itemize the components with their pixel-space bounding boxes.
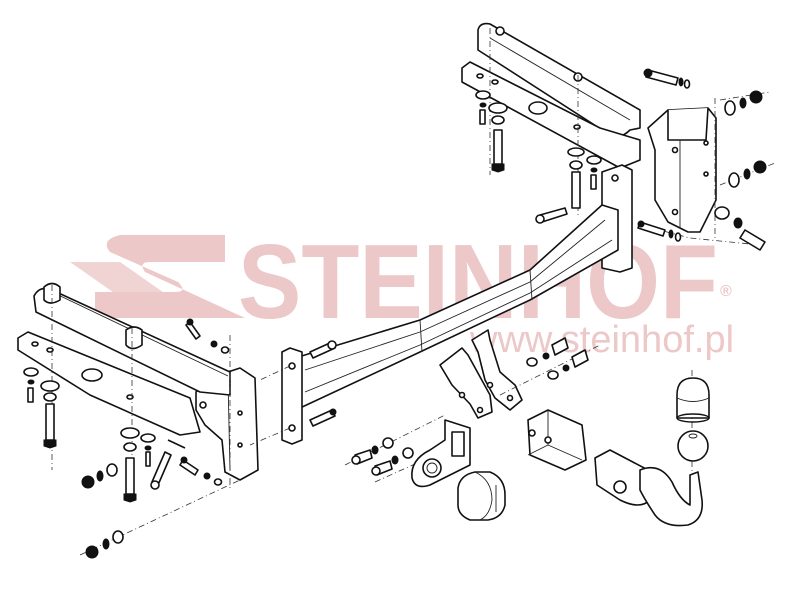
main-crossbar	[294, 204, 619, 409]
spacer-plate	[281, 347, 303, 445]
tow-ball-neck	[594, 430, 709, 527]
left-stud-2	[125, 326, 143, 350]
electrical-socket	[457, 471, 506, 521]
watermark-url: www.steinhof.pl	[469, 319, 734, 361]
bolts-nuts-washers	[23, 68, 767, 559]
right-mounting-plate	[461, 22, 641, 169]
ball-mount-receiver	[527, 409, 587, 471]
socket-plate	[411, 419, 471, 488]
registered-mark: ®	[720, 283, 732, 300]
right-side-bracket	[647, 107, 717, 233]
left-stud-1	[43, 282, 61, 304]
ball-mount-brackets	[439, 329, 523, 419]
tow-ball-cap	[676, 377, 710, 423]
